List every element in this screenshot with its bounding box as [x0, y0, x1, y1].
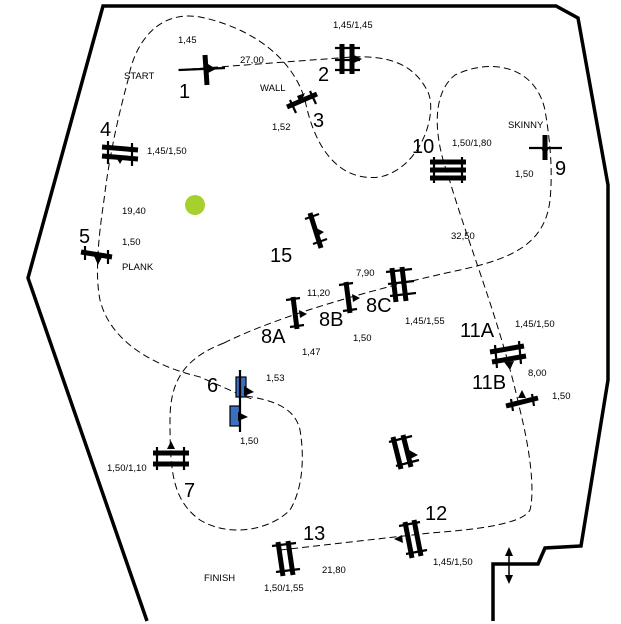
number-8a: 8A [261, 326, 286, 348]
distance-12-13: 21,80 [322, 565, 346, 576]
distance-8a-8b: 11,20 [307, 288, 330, 299]
height-11a: 1,45/1,50 [515, 319, 555, 330]
height-1: 1,45 [178, 35, 197, 46]
obstacle-unnumbered[interactable] [388, 434, 420, 470]
height-10: 1,50/1,80 [452, 138, 492, 149]
skinny-label: SKINNY [508, 120, 544, 131]
height-7: 1,50/1,10 [107, 463, 147, 474]
wall-label: WALL [260, 83, 286, 94]
number-1: 1 [179, 81, 190, 103]
obstacle-10[interactable] [430, 157, 466, 183]
obstacle-9-skinny[interactable] [529, 135, 562, 160]
start-label: START [124, 71, 154, 82]
height-8a: 1,47 [302, 347, 321, 358]
distance-4-5: 19,40 [122, 206, 146, 217]
number-4: 4 [100, 119, 111, 141]
arena-boundary [26, 4, 610, 622]
height-11b: 1,50 [552, 391, 571, 402]
obstacle-5-plank[interactable] [80, 246, 113, 265]
obstacle-3-wall[interactable] [286, 90, 318, 114]
number-9: 9 [555, 158, 566, 180]
number-6: 6 [207, 375, 218, 397]
route-lower-loop [169, 342, 303, 531]
height-6b: 1,50 [240, 436, 259, 447]
distance-10-11: 32,50 [451, 231, 475, 242]
height-3: 1,52 [272, 122, 291, 133]
height-4: 1,45/1,50 [147, 146, 187, 157]
number-7: 7 [184, 480, 195, 502]
obstacle-13-finish[interactable] [271, 540, 301, 577]
number-11a: 11A [460, 320, 495, 342]
obstacle-15[interactable] [304, 212, 328, 249]
height-12: 1,45/1,50 [433, 557, 473, 568]
obstacle-1[interactable] [178, 54, 226, 86]
height-5: 1,50 [122, 237, 141, 248]
distance-11a-11b: 8,00 [528, 368, 547, 379]
finish-label: FINISH [204, 573, 235, 584]
obstacle-7[interactable] [153, 441, 189, 470]
obstacle-8c[interactable] [385, 266, 417, 303]
plank-label: PLANK [122, 262, 154, 273]
height-8b: 1,50 [353, 333, 372, 344]
obstacle-8a[interactable] [285, 296, 307, 330]
obstacle-4[interactable] [101, 141, 139, 166]
obstacle-11b[interactable] [505, 390, 539, 412]
number-13: 13 [303, 523, 325, 545]
number-8c: 8C [366, 295, 392, 317]
number-8b: 8B [319, 309, 343, 331]
number-10: 10 [412, 136, 434, 158]
distance-8b-8c: 7,90 [356, 268, 375, 279]
number-12: 12 [425, 503, 447, 525]
height-6a: 1,53 [266, 373, 285, 384]
obstacle-12[interactable] [394, 519, 428, 559]
tree-icon [185, 195, 205, 215]
obstacle-2[interactable] [335, 44, 362, 74]
route-middle-line [223, 66, 552, 551]
obstacle-11a[interactable] [489, 340, 527, 370]
height-13: 1,50/1,55 [264, 583, 304, 594]
number-3: 3 [313, 110, 324, 132]
number-2: 2 [318, 64, 329, 86]
height-2: 1,45/1,45 [333, 20, 373, 31]
obstacle-6-water[interactable] [229, 370, 254, 432]
obstacle-8b[interactable] [338, 281, 360, 314]
number-15: 15 [270, 245, 292, 267]
distance-1-2: 27,00 [240, 55, 264, 66]
route-upper-loop [96, 15, 432, 401]
gate-arrow-up [505, 547, 513, 556]
height-8c: 1,45/1,55 [405, 316, 445, 327]
number-11b: 11B [472, 372, 506, 394]
height-9: 1,50 [515, 169, 534, 180]
number-5: 5 [79, 226, 90, 248]
gate-arrow-down [505, 575, 513, 584]
